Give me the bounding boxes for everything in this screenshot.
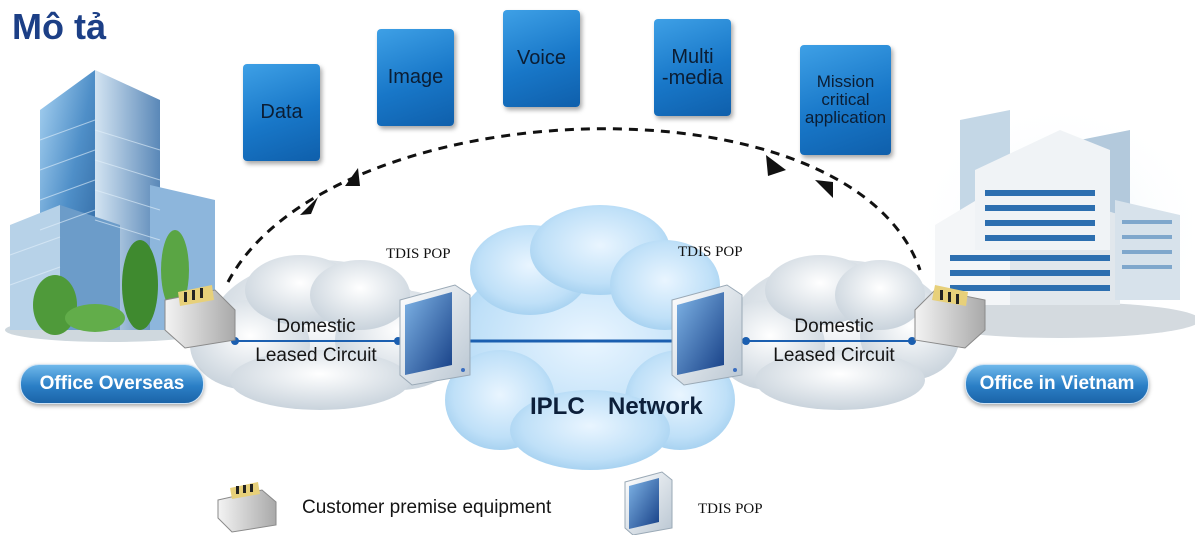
page-title: Mô tả <box>12 6 106 47</box>
left-cloud <box>190 255 465 410</box>
legend-pop-label: TDIS POP <box>698 501 763 517</box>
service-box-voice: Voice <box>503 10 580 107</box>
data-flow-arc <box>226 127 922 283</box>
tdis-pop-left-icon <box>399 284 471 386</box>
arc-arrow-icon <box>345 168 360 186</box>
link-node <box>742 337 750 345</box>
overseas-building-icon <box>5 70 215 342</box>
cpe-right-icon <box>914 285 986 349</box>
office-vietnam-label: Office in Vietnam <box>965 364 1149 404</box>
right-cloud-label: Domestic Leased Circuit <box>773 316 895 366</box>
link-node <box>908 337 916 345</box>
network-label: Network <box>608 393 703 420</box>
legend-cpe-label: Customer premise equipment <box>302 497 552 518</box>
tdis-pop-right-icon <box>671 284 743 386</box>
pop-left-label: TDIS POP <box>386 246 451 262</box>
arc-arrow-icon <box>300 197 318 215</box>
iplc-label: IPLC <box>530 393 585 420</box>
cpe-left-icon <box>164 285 236 349</box>
service-box-multimedia: Multi -media <box>654 19 731 116</box>
arc-arrow-icon <box>815 180 833 198</box>
pop-right-label: TDIS POP <box>678 244 743 260</box>
arc-arrow-icon <box>766 155 786 176</box>
service-box-data: Data <box>243 64 320 161</box>
service-box-image: Image <box>377 29 454 126</box>
vietnam-building-icon <box>920 110 1195 338</box>
office-overseas-label: Office Overseas <box>20 364 204 404</box>
legend-cpe-icon <box>217 482 277 533</box>
legend-pop-icon <box>624 471 673 535</box>
left-cloud-label: Domestic Leased Circuit <box>255 316 377 366</box>
service-box-mission-critical: Mission critical application <box>800 45 891 155</box>
